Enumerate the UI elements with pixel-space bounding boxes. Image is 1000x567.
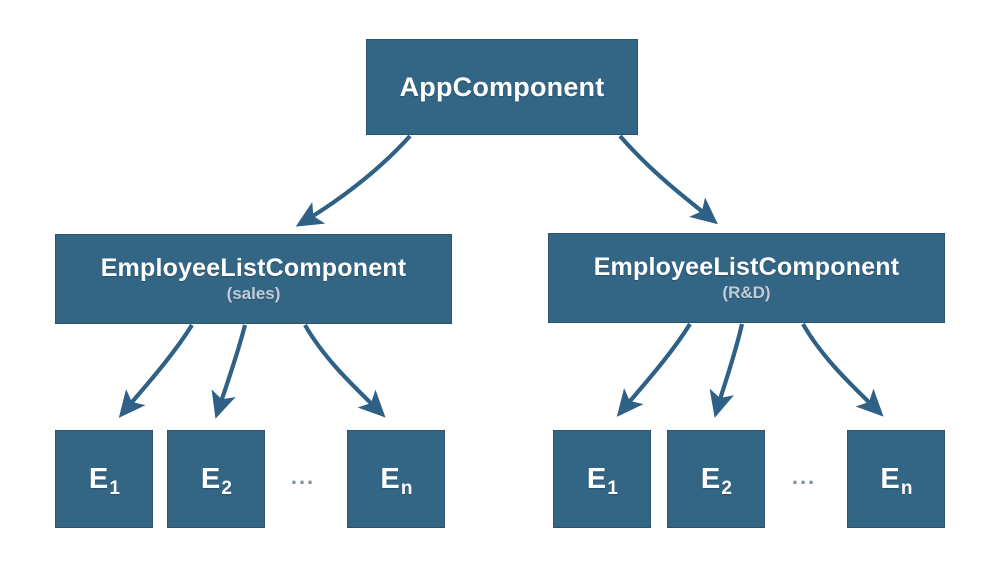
edge-sales-to-leaf-1 xyxy=(118,323,194,418)
edge-rnd-to-leaf-2 xyxy=(709,323,745,418)
node-employee-rnd-2-label: E2 xyxy=(700,462,733,499)
node-employee-sales-1[interactable]: E1 xyxy=(55,430,153,528)
node-employee-list-component-rnd-subtitle: (R&D) xyxy=(722,282,771,302)
node-employee-rnd-1[interactable]: E1 xyxy=(553,430,651,528)
edge-rnd-to-leaf-1 xyxy=(616,322,692,417)
ellipsis-rnd: ... xyxy=(791,464,817,489)
node-employee-sales-1-label: E1 xyxy=(88,462,121,499)
node-employee-rnd-n-label: En xyxy=(880,462,913,499)
edge-rnd-to-leaf-n xyxy=(801,322,884,417)
edge-app-to-rnd xyxy=(618,134,718,225)
node-app-component-label: AppComponent xyxy=(399,71,605,102)
node-employee-list-component-rnd-label: EmployeeListComponent xyxy=(593,252,900,281)
node-employee-rnd-1-label: E1 xyxy=(586,462,619,499)
edge-sales-to-leaf-n xyxy=(303,323,386,418)
edge-sales-to-leaf-2 xyxy=(211,324,248,419)
node-employee-sales-2-label: E2 xyxy=(200,462,233,499)
node-employee-sales-n-label: En xyxy=(380,462,413,499)
node-employee-rnd-2[interactable]: E2 xyxy=(667,430,765,528)
node-employee-sales-2[interactable]: E2 xyxy=(167,430,265,528)
node-employee-rnd-n[interactable]: En xyxy=(847,430,945,528)
edge-app-to-sales xyxy=(295,134,412,227)
node-employee-list-component-sales-label: EmployeeListComponent xyxy=(100,253,407,282)
node-employee-sales-n[interactable]: En xyxy=(347,430,445,528)
node-employee-list-component-sales[interactable]: EmployeeListComponent (sales) xyxy=(55,234,452,324)
node-employee-list-component-rnd[interactable]: EmployeeListComponent (R&D) xyxy=(548,233,945,323)
ellipsis-sales: ... xyxy=(290,464,316,489)
node-app-component[interactable]: AppComponent xyxy=(366,39,638,135)
node-employee-list-component-sales-subtitle: (sales) xyxy=(226,283,281,303)
